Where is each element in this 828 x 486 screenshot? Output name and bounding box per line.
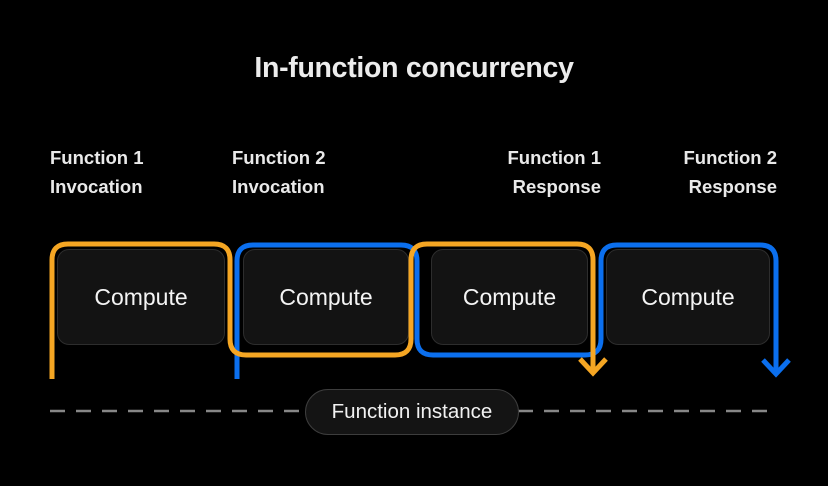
label-line: Function 1 bbox=[507, 147, 601, 168]
label-line: Invocation bbox=[232, 176, 325, 197]
function-instance-label: Function instance bbox=[331, 400, 493, 423]
label-line: Response bbox=[512, 176, 601, 197]
down-arrow-icon bbox=[761, 358, 791, 378]
label-line: Function 1 bbox=[50, 147, 144, 168]
label-function1-response: Function 1 Response bbox=[507, 143, 601, 201]
label-line: Function 2 bbox=[683, 147, 777, 168]
down-arrow-icon bbox=[578, 357, 608, 377]
label-function2-response: Function 2 Response bbox=[683, 143, 777, 201]
label-line: Function 2 bbox=[232, 147, 326, 168]
label-line: Response bbox=[688, 176, 777, 197]
compute-box-2: Compute bbox=[243, 249, 409, 345]
label-function1-invocation: Function 1 Invocation bbox=[50, 143, 144, 201]
label-function2-invocation: Function 2 Invocation bbox=[232, 143, 326, 201]
function-instance-pill: Function instance bbox=[305, 389, 519, 435]
label-line: Invocation bbox=[50, 176, 143, 197]
compute-box-3: Compute bbox=[431, 249, 588, 345]
page-title: In-function concurrency bbox=[254, 52, 574, 84]
compute-box-4: Compute bbox=[606, 249, 770, 345]
compute-box-1: Compute bbox=[57, 249, 225, 345]
